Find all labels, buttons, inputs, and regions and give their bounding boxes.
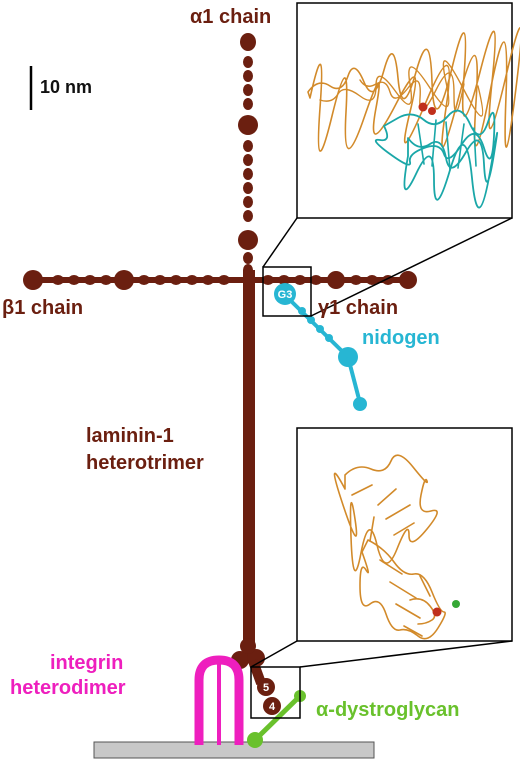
structure-bottom [333,454,460,640]
nidogen-label: nidogen [362,327,440,349]
zoom-box-bottom [250,427,513,719]
domain-5-label: 5 [263,682,269,694]
integrin-shape [194,655,244,745]
integrin-label-line1: integrin [50,652,124,674]
dystroglycan-label: α-dystroglycan [316,699,460,721]
laminin-label-line1: laminin-1 [86,425,174,447]
structure-top [307,27,520,209]
laminin-stem [243,270,255,660]
gamma1-arm [248,271,417,289]
laminin-label-line2: heterotrimer [86,452,204,474]
cell-membrane [93,741,375,759]
scale-bar-label: 10 nm [40,77,93,97]
beta1-chain-label: β1 chain [2,297,84,319]
g3-domain-label: G3 [278,289,293,301]
alpha1-arm [238,33,258,276]
nidogen-shape [274,283,367,411]
alpha1-chain-label: α1 chain [190,6,272,28]
zoom-box-top [262,2,513,317]
beta1-arm [23,270,250,290]
laminin-g-domains [231,638,281,715]
domain-4-label: 4 [269,701,276,713]
gamma1-chain-label: γ1 chain [318,297,399,319]
integrin-label-line2: heterodimer [10,677,126,699]
